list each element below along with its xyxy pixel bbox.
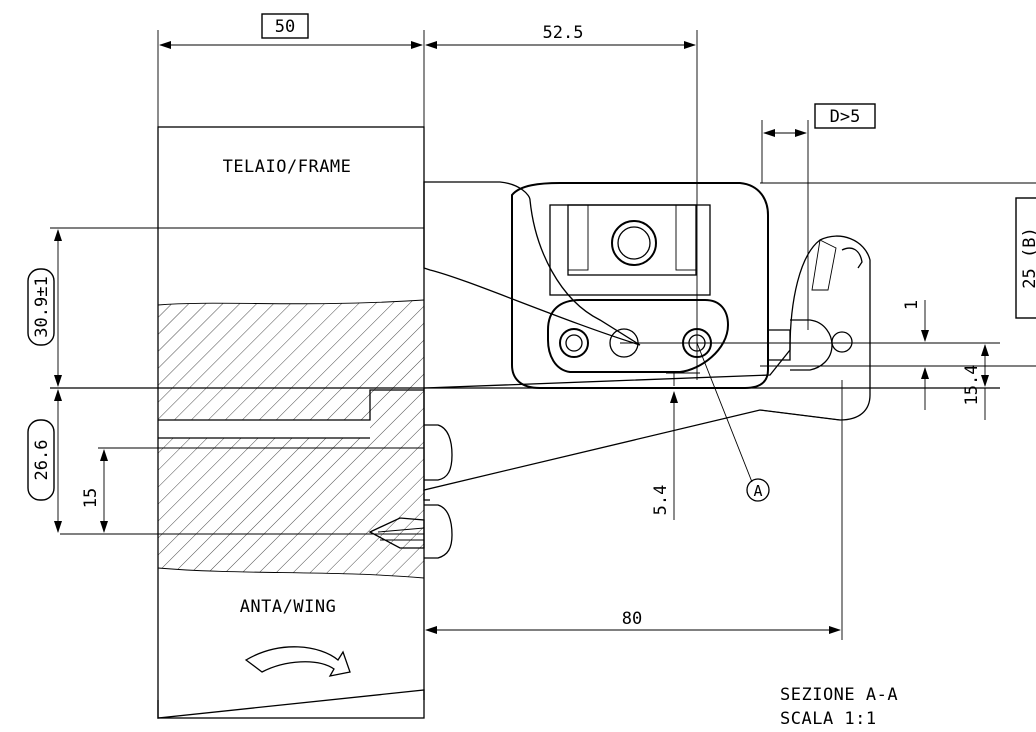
svg-text:26.6: 26.6 bbox=[32, 440, 52, 481]
dim-small-gap: 1 bbox=[902, 300, 922, 310]
dim-screw-spacing: 15 bbox=[81, 488, 101, 508]
dim-gap-height: 30.9±1 bbox=[27, 268, 55, 346]
dim-arm-height: 15.4 bbox=[962, 365, 982, 406]
svg-text:A: A bbox=[753, 482, 762, 500]
dim-frame-width: 50 bbox=[261, 13, 309, 39]
section-scale: SCALA 1:1 bbox=[780, 709, 877, 729]
svg-text:50: 50 bbox=[275, 17, 295, 37]
section-title: SEZIONE A-A bbox=[780, 685, 898, 705]
dimension-lines bbox=[50, 30, 1036, 640]
wing-label: ANTA/WING bbox=[240, 597, 337, 617]
svg-text:D>5: D>5 bbox=[830, 107, 861, 127]
detail-marker-a: A bbox=[746, 478, 770, 502]
dim-arm-offset: 5.4 bbox=[651, 485, 671, 516]
frame-label: TELAIO/FRAME bbox=[223, 157, 352, 177]
frame-hatched-section bbox=[157, 299, 425, 420]
dim-overlap-b: 25 (B) bbox=[1015, 197, 1036, 319]
svg-text:30.9±1: 30.9±1 bbox=[32, 276, 52, 337]
wing-hatched-section bbox=[157, 389, 425, 579]
svg-text:25 (B): 25 (B) bbox=[1020, 227, 1036, 288]
dim-d-clearance: D>5 bbox=[814, 103, 876, 129]
hinge-assembly bbox=[368, 181, 871, 559]
dim-offset-top: 52.5 bbox=[543, 23, 584, 43]
dim-reach: 80 bbox=[622, 609, 642, 629]
dim-wing-height: 26.6 bbox=[27, 419, 55, 501]
opening-arrow-icon bbox=[244, 646, 351, 677]
